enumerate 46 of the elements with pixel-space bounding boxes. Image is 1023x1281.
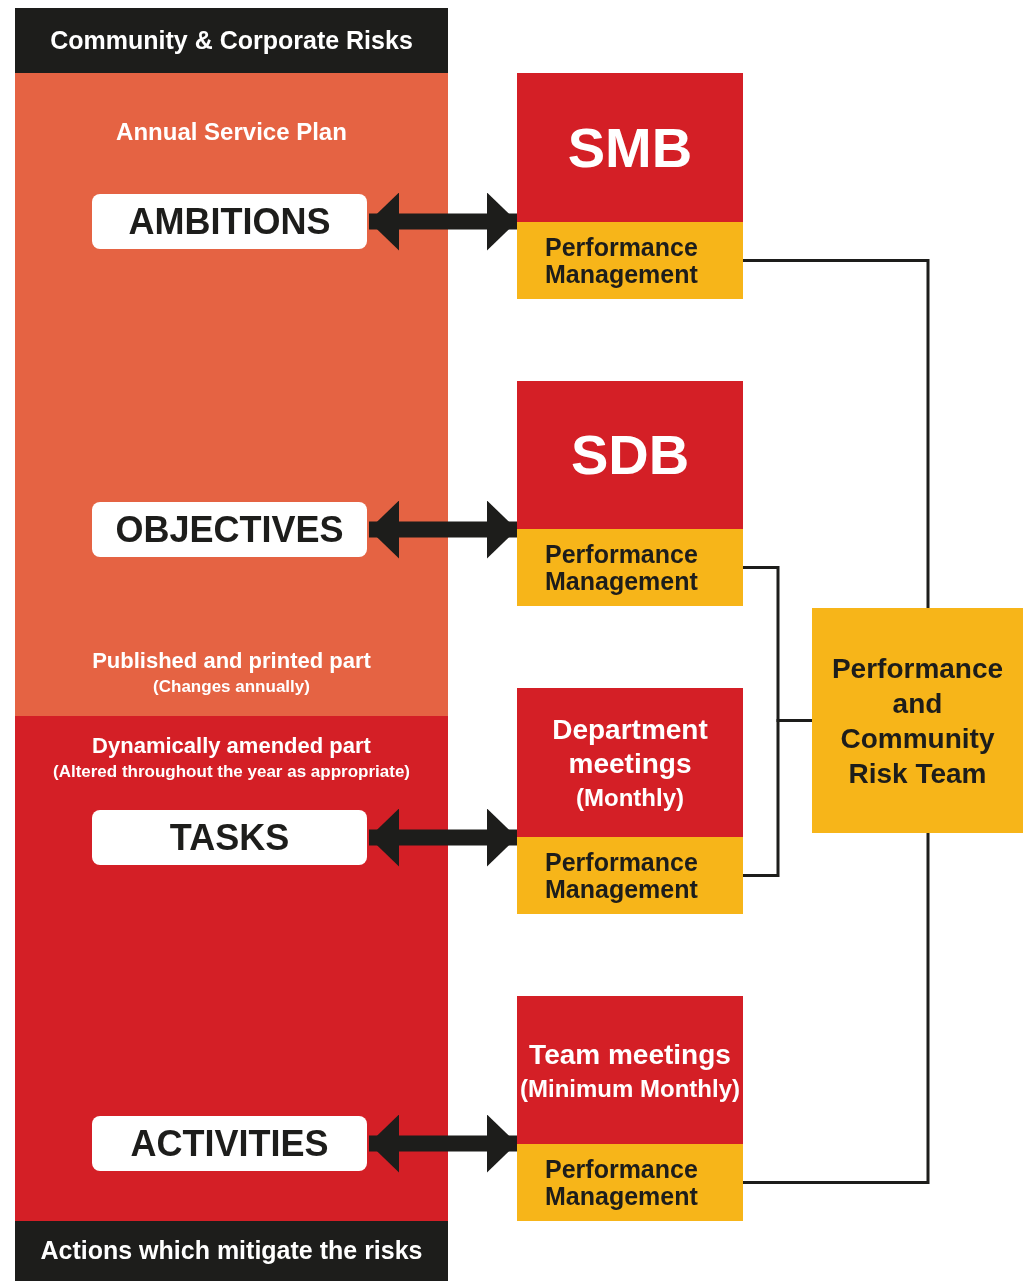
process-box (517, 837, 743, 914)
label-pill (92, 1116, 367, 1171)
panel-text: Dynamically amended part (92, 732, 371, 760)
process-box (517, 222, 743, 299)
node-text: OBJECTIVES (115, 507, 344, 552)
meeting-box (517, 996, 743, 1144)
double-arrow (369, 1114, 517, 1173)
panel-text: (Changes annually) (153, 676, 310, 698)
node-text: ACTIVITIES (130, 1121, 329, 1166)
connector-line (743, 719, 812, 877)
process-box (517, 529, 743, 606)
node-text: Performance and Community Risk Team (830, 651, 1005, 791)
double-arrow (369, 500, 517, 559)
node-text: TASKS (169, 815, 290, 860)
header-band (15, 8, 448, 73)
header-band (15, 1221, 448, 1281)
label-pill (92, 810, 367, 865)
node-text: (Monthly) (576, 783, 684, 812)
node-text: Actions which mitigate the risks (40, 1235, 423, 1267)
panel-text: (Altered throughout the year as appropriate) (52, 761, 410, 783)
connector-line (743, 833, 930, 1184)
label-pill (92, 502, 367, 557)
label-pill (92, 194, 367, 249)
node-text: SMB (567, 114, 693, 181)
node-text: AMBITIONS (128, 199, 331, 244)
team-box (812, 608, 1023, 833)
node-text: SDB (570, 422, 690, 488)
board-box (517, 73, 743, 222)
node-text: Performance Management (545, 848, 699, 903)
meeting-box (517, 688, 743, 837)
panel-text: Annual Service Plan (116, 117, 347, 147)
board-box (517, 381, 743, 529)
process-box (517, 1144, 743, 1221)
double-arrow (369, 192, 517, 251)
double-arrow (369, 808, 517, 867)
node-text: Performance Management (545, 1155, 699, 1210)
node-text: Performance Management (545, 233, 699, 288)
node-text: Performance Management (545, 540, 699, 595)
node-text: Department meetings (551, 713, 709, 781)
node-text: Community & Corporate Risks (50, 24, 413, 56)
node-text: (Minimum Monthly) (520, 1073, 740, 1103)
node-text: Team meetings (529, 1037, 731, 1072)
connector-line (743, 259, 930, 608)
panel (15, 716, 448, 1221)
panel (15, 73, 448, 716)
panel-text: Published and printed part (92, 647, 371, 675)
